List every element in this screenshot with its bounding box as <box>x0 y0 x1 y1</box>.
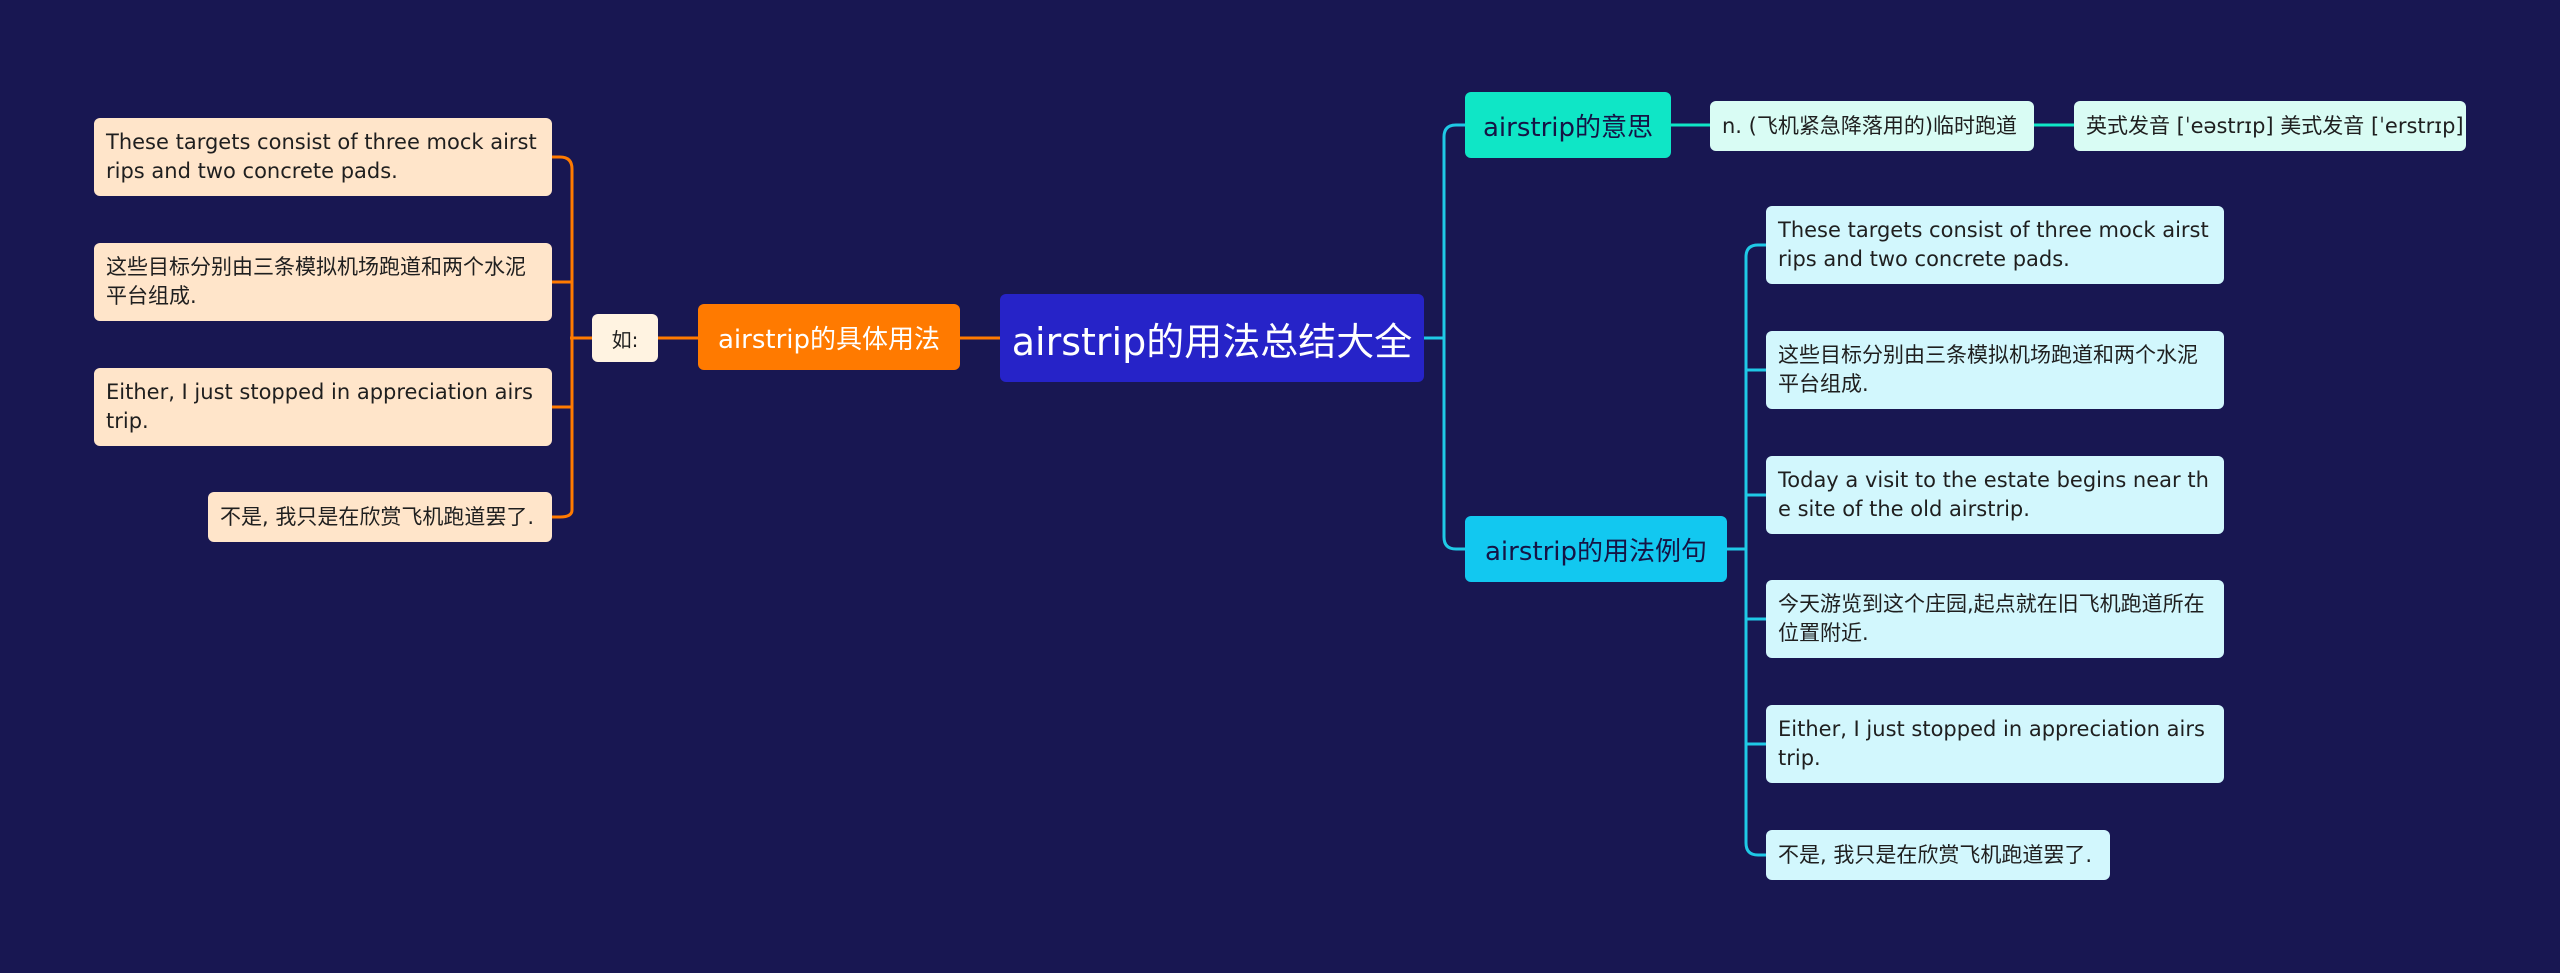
example-sentence-text: Today a visit to the estate begins near … <box>1778 468 2209 521</box>
usage-example-node[interactable]: These targets consist of three mock airs… <box>94 118 552 196</box>
example-sentence-node[interactable]: These targets consist of three mock airs… <box>1766 206 2224 284</box>
pronunciation-node[interactable]: 英式发音 [ˈeəstrɪp] 美式发音 [ˈerstrɪp] <box>2074 101 2466 151</box>
root-topic[interactable]: airstrip的用法总结大全 <box>1000 294 1424 382</box>
example-sentence-node[interactable]: 不是, 我只是在欣赏飞机跑道罢了. <box>1766 830 2110 880</box>
usage-example-node[interactable]: 这些目标分别由三条模拟机场跑道和两个水泥平台组成. <box>94 243 552 321</box>
definition-text: n. (飞机紧急降落用的)临时跑道 <box>1722 113 2018 138</box>
usage-example-text: 这些目标分别由三条模拟机场跑道和两个水泥平台组成. <box>106 255 526 308</box>
examples-branch-node[interactable]: airstrip的用法例句 <box>1465 516 1727 582</box>
example-sentence-text: Either, I just stopped in appreciation a… <box>1778 717 2205 770</box>
example-sentence-node[interactable]: Either, I just stopped in appreciation a… <box>1766 705 2224 783</box>
examples-connectors <box>1424 123 1766 857</box>
example-sentence-text: 不是, 我只是在欣赏飞机跑道罢了. <box>1778 842 2093 867</box>
definition-node[interactable]: n. (飞机紧急降落用的)临时跑道 <box>1710 101 2034 151</box>
usage-example-text: Either, I just stopped in appreciation a… <box>106 380 533 433</box>
usage-example-text: These targets consist of three mock airs… <box>106 130 537 183</box>
usage-branch-label: airstrip的具体用法 <box>717 324 940 355</box>
root-topic-label: airstrip的用法总结大全 <box>1011 319 1413 364</box>
example-sentence-text: These targets consist of three mock airs… <box>1778 218 2209 271</box>
example-sentence-text: 这些目标分别由三条模拟机场跑道和两个水泥平台组成. <box>1778 343 2198 396</box>
usage-example-node[interactable]: Either, I just stopped in appreciation a… <box>94 368 552 446</box>
examples-branch-label: airstrip的用法例句 <box>1484 536 1707 567</box>
pronunciation-text: 英式发音 [ˈeəstrɪp] 美式发音 [ˈerstrɪp] <box>2086 113 2464 138</box>
example-sentence-text: 今天游览到这个庄园,起点就在旧飞机跑道所在位置附近. <box>1778 592 2205 645</box>
usage-example-node[interactable]: 不是, 我只是在欣赏飞机跑道罢了. <box>208 492 552 542</box>
example-intro-node[interactable]: 如: <box>592 314 658 362</box>
example-sentence-node[interactable]: 今天游览到这个庄园,起点就在旧飞机跑道所在位置附近. <box>1766 580 2224 658</box>
meaning-branch-label: airstrip的意思 <box>1482 112 1653 143</box>
meaning-branch-node[interactable]: airstrip的意思 <box>1465 92 1671 158</box>
example-sentence-node[interactable]: 这些目标分别由三条模拟机场跑道和两个水泥平台组成. <box>1766 331 2224 409</box>
usage-example-text: 不是, 我只是在欣赏飞机跑道罢了. <box>220 504 535 529</box>
usage-branch-node[interactable]: airstrip的具体用法 <box>698 304 960 370</box>
usage-connectors <box>552 155 1000 519</box>
example-intro-label: 如: <box>611 327 639 352</box>
example-sentence-node[interactable]: Today a visit to the estate begins near … <box>1766 456 2224 534</box>
